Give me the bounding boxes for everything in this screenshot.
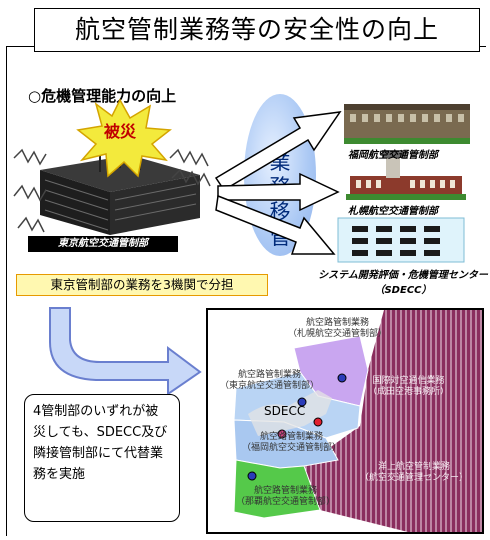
region-label-line: 航空路管制業務	[238, 370, 302, 380]
oceanic-region	[304, 310, 482, 532]
sdecc-sub: （SDECC）	[374, 285, 432, 296]
tokyo-building-illustration	[40, 140, 200, 235]
split-note: 東京管制部の業務を3機関で分担	[16, 274, 268, 296]
region-label-narita: 国際対空通信業務 （成田空港事務所）	[368, 376, 449, 398]
sapporo-label: 札幌航空交通管制部	[348, 206, 438, 217]
airspace-map: 航空路管制業務 （札幌航空交通管制部） 航空路管制業務 （東京航空交通管制部） …	[206, 308, 484, 534]
region-label-naha: 航空路管制業務 （那覇航空交通管制部）	[236, 486, 335, 508]
region-label-oceanic: 洋上航空管制業務 （航空交通管理センター）	[360, 462, 468, 484]
region-label-line: 洋上航空管制業務	[378, 462, 451, 472]
sdecc-facility-label: システム開発評価・危機管理センター （SDECC）	[318, 266, 488, 296]
region-label-sapporo: 航空路管制業務 （札幌航空交通管制部）	[288, 318, 387, 340]
region-label-line: （成田空港事務所）	[368, 387, 450, 397]
curved-down-arrow	[49, 307, 202, 396]
region-label-line: 航空路管制業務	[260, 432, 324, 442]
signal-wave-icon	[13, 148, 211, 233]
fukuoka-label: 福岡航空交通管制部	[348, 150, 438, 161]
damage-label: 被災	[104, 122, 137, 141]
region-label-line: （那覇航空交通管制部）	[236, 497, 336, 507]
sdecc-name: システム開発評価・危機管理センター	[318, 270, 488, 281]
damage-burst-icon	[76, 98, 172, 178]
japan-landmass	[248, 390, 332, 436]
region-label-line: 航空路管制業務	[306, 318, 370, 328]
region-label-line: （東京航空交通管制部）	[220, 381, 320, 391]
callout-note: 4管制部のいずれが被災しても、SDECC及び隣接管制部にて代替業務を実施	[24, 394, 180, 522]
section-heading: ○危機管理能力の向上	[28, 87, 177, 105]
page-title: 航空管制業務等の安全性の向上	[34, 8, 480, 52]
airspace-map-graphic	[233, 310, 482, 532]
region-label-fukuoka: 航空路管制業務 （福岡航空交通管制部）	[242, 432, 341, 454]
title-frame-left	[6, 46, 7, 536]
region-label-line: （福岡航空交通管制部）	[242, 443, 342, 453]
sapporo-building-illustration	[346, 150, 466, 200]
region-label-tokyo: 航空路管制業務 （東京航空交通管制部）	[220, 370, 319, 392]
tokyo-facility-label: 東京航空交通管制部	[28, 236, 178, 252]
region-label-line: 航空路管制業務	[254, 486, 318, 496]
region-label-line: 国際対空通信業務	[372, 376, 445, 386]
sdecc-building-illustration	[337, 217, 465, 263]
fukuoka-building-illustration	[344, 104, 470, 144]
region-label-line: （航空交通管理センター）	[360, 473, 469, 483]
sdecc-map-label: SDECC	[264, 404, 306, 418]
transfer-arrows	[214, 111, 342, 255]
region-label-line: （札幌航空交通管制部）	[288, 329, 388, 339]
